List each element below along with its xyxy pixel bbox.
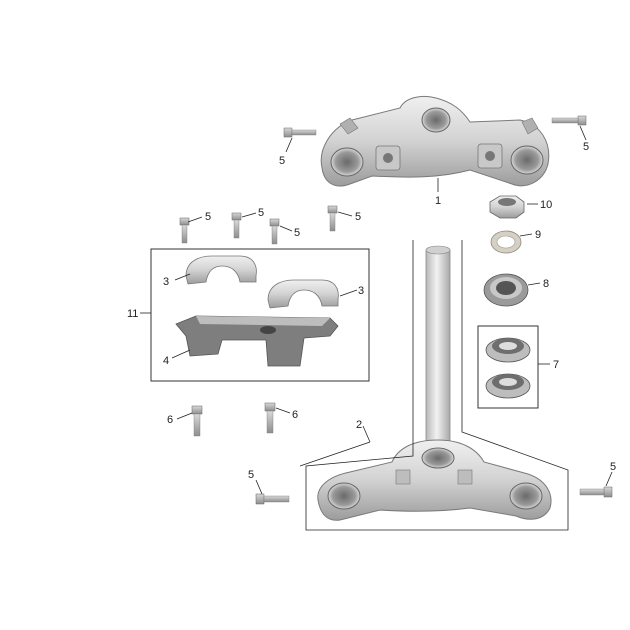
tapered-roller-bearings	[477, 325, 539, 409]
callout-5-upper-right: 5	[583, 141, 589, 153]
bolt	[264, 402, 276, 434]
callout-3a: 3	[163, 276, 169, 288]
bolt	[579, 486, 613, 498]
callout-labels: 1 2 3 3 4 5 5 5 5 5 5 5 5 6 6 7 8 9 10 1…	[127, 141, 616, 481]
dust-seal	[483, 273, 529, 307]
washer	[490, 230, 522, 254]
callout-8: 8	[543, 278, 549, 290]
callout-10: 10	[540, 199, 552, 211]
callout-6-right: 6	[292, 409, 298, 421]
bolt	[191, 405, 203, 437]
callout-5-upper-left: 5	[279, 155, 285, 167]
callout-5-bolt-d: 5	[355, 211, 361, 223]
handlebar-clamp-top	[185, 255, 257, 285]
bolt	[269, 218, 280, 245]
callout-5-lower-left: 5	[248, 469, 254, 481]
steering-stem-nut	[489, 195, 525, 219]
leader-lines	[140, 125, 613, 531]
bolt	[327, 205, 338, 232]
handlebar-riser-base	[175, 315, 339, 367]
callout-5-bolt-c: 5	[294, 227, 300, 239]
bolt	[179, 217, 190, 244]
callout-5-bolt-b: 5	[258, 207, 264, 219]
handlebar-mount-assembly	[150, 248, 370, 382]
callout-4: 4	[163, 355, 169, 367]
callout-11: 11	[127, 308, 138, 320]
bolt	[283, 127, 317, 138]
bolt	[255, 493, 290, 505]
callout-2: 2	[356, 419, 362, 431]
callout-5-lower-right: 5	[610, 461, 616, 473]
handlebar-clamp-top	[267, 279, 339, 309]
lower-triple-clamp-with-steering-stem	[317, 245, 552, 521]
callout-1: 1	[435, 195, 441, 207]
upper-triple-clamp	[320, 95, 550, 187]
bolt	[551, 115, 587, 126]
callout-6-left: 6	[167, 414, 173, 426]
callout-5-bolt-a: 5	[205, 211, 211, 223]
callout-3b: 3	[358, 285, 364, 297]
callout-9: 9	[535, 229, 541, 241]
callout-7: 7	[553, 359, 559, 371]
bolt	[231, 212, 242, 239]
